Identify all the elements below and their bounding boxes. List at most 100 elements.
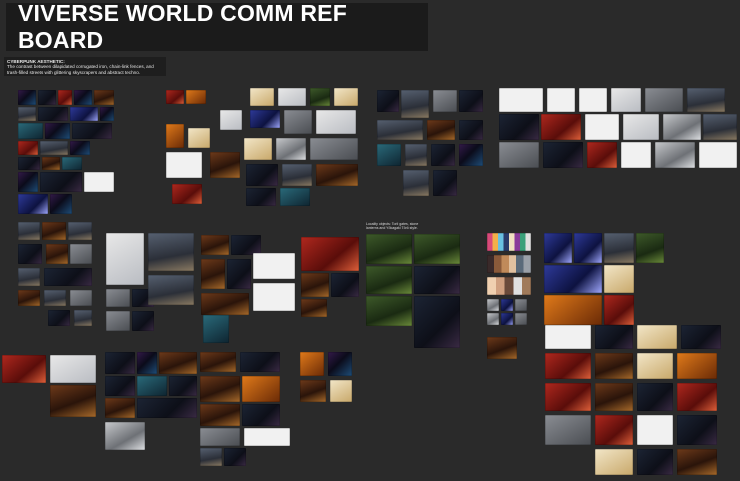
ref-image[interactable] (637, 353, 673, 379)
ref-image[interactable] (366, 266, 412, 294)
ref-image[interactable] (42, 222, 66, 240)
ref-image[interactable] (244, 138, 272, 160)
ref-image[interactable] (544, 265, 602, 293)
ref-image[interactable] (282, 164, 312, 186)
ref-image[interactable] (579, 88, 607, 112)
ref-image[interactable] (366, 296, 412, 326)
ref-image[interactable] (310, 138, 358, 160)
ref-image[interactable] (42, 157, 60, 170)
ref-image[interactable] (18, 222, 40, 240)
ref-image[interactable] (499, 88, 543, 112)
ref-image[interactable] (45, 123, 70, 139)
ref-image[interactable] (105, 376, 135, 396)
ref-image[interactable] (18, 194, 48, 214)
ref-image[interactable] (74, 310, 92, 326)
ref-image[interactable] (40, 141, 68, 155)
ref-image[interactable] (132, 311, 154, 331)
ref-image[interactable] (330, 380, 352, 402)
ref-image[interactable] (2, 355, 46, 383)
ref-image[interactable] (433, 90, 457, 112)
texture-tile[interactable] (487, 299, 499, 311)
ref-image[interactable] (604, 233, 634, 263)
ref-image[interactable] (316, 110, 356, 134)
ref-image[interactable] (50, 385, 96, 417)
ref-image[interactable] (427, 120, 455, 140)
ref-image[interactable] (431, 144, 455, 166)
ref-image[interactable] (40, 172, 82, 192)
ref-image[interactable] (459, 144, 483, 166)
ref-image[interactable] (621, 142, 651, 168)
ref-image[interactable] (18, 172, 38, 192)
ref-image[interactable] (331, 273, 359, 297)
ref-image[interactable] (401, 90, 429, 118)
ref-image[interactable] (459, 90, 483, 112)
ref-image[interactable] (246, 164, 278, 186)
palette-swatch[interactable] (487, 277, 531, 295)
ref-image[interactable] (253, 253, 295, 279)
ref-image[interactable] (663, 114, 701, 140)
ref-image[interactable] (681, 325, 721, 349)
ref-image[interactable] (62, 157, 82, 170)
ref-image[interactable] (377, 144, 401, 166)
ref-image[interactable] (200, 404, 240, 426)
ref-image[interactable] (200, 376, 240, 402)
ref-image[interactable] (545, 353, 591, 379)
ref-image[interactable] (38, 107, 68, 121)
ref-image[interactable] (636, 233, 664, 263)
ref-image[interactable] (70, 141, 90, 155)
ref-image[interactable] (459, 120, 483, 140)
ref-image[interactable] (70, 290, 92, 306)
ref-image[interactable] (201, 235, 229, 255)
ref-image[interactable] (106, 233, 144, 285)
ref-image[interactable] (48, 310, 70, 326)
ref-image[interactable] (547, 88, 575, 112)
ref-image[interactable] (166, 124, 184, 148)
ref-image[interactable] (677, 415, 717, 445)
ref-image[interactable] (70, 244, 92, 264)
ref-image[interactable] (545, 415, 591, 445)
ref-image[interactable] (18, 141, 38, 155)
ref-image[interactable] (18, 90, 36, 105)
ref-image[interactable] (699, 142, 737, 168)
ref-image[interactable] (414, 266, 460, 294)
ref-image[interactable] (595, 415, 633, 445)
ref-image[interactable] (310, 88, 330, 106)
ref-image[interactable] (100, 107, 114, 121)
ref-image[interactable] (595, 383, 633, 411)
ref-image[interactable] (677, 353, 717, 379)
ref-image[interactable] (677, 383, 717, 411)
ref-image[interactable] (544, 295, 602, 325)
ref-image[interactable] (414, 296, 460, 348)
ref-image[interactable] (301, 237, 359, 271)
ref-image[interactable] (18, 244, 42, 264)
ref-image[interactable] (38, 90, 56, 105)
ref-image[interactable] (106, 289, 130, 307)
ref-image[interactable] (433, 170, 457, 196)
ref-image[interactable] (50, 355, 96, 383)
ref-image[interactable] (595, 325, 633, 349)
ref-image[interactable] (280, 188, 310, 206)
ref-image[interactable] (106, 311, 130, 331)
ref-image[interactable] (105, 352, 135, 374)
ref-image[interactable] (220, 110, 242, 130)
texture-tile[interactable] (487, 337, 517, 359)
ref-image[interactable] (201, 259, 225, 289)
ref-image[interactable] (172, 184, 202, 204)
ref-image[interactable] (50, 194, 72, 214)
ref-image[interactable] (58, 90, 72, 105)
ref-image[interactable] (148, 233, 194, 271)
ref-image[interactable] (250, 88, 274, 106)
ref-image[interactable] (44, 268, 92, 286)
ref-image[interactable] (595, 353, 633, 379)
ref-image[interactable] (72, 123, 112, 139)
ref-image[interactable] (284, 110, 312, 134)
ref-image[interactable] (334, 88, 358, 106)
ref-image[interactable] (159, 352, 197, 374)
ref-image[interactable] (687, 88, 725, 112)
texture-tile[interactable] (501, 299, 513, 311)
ref-image[interactable] (94, 90, 114, 105)
ref-image[interactable] (200, 428, 240, 446)
ref-image[interactable] (611, 88, 641, 112)
ref-image[interactable] (70, 107, 98, 121)
